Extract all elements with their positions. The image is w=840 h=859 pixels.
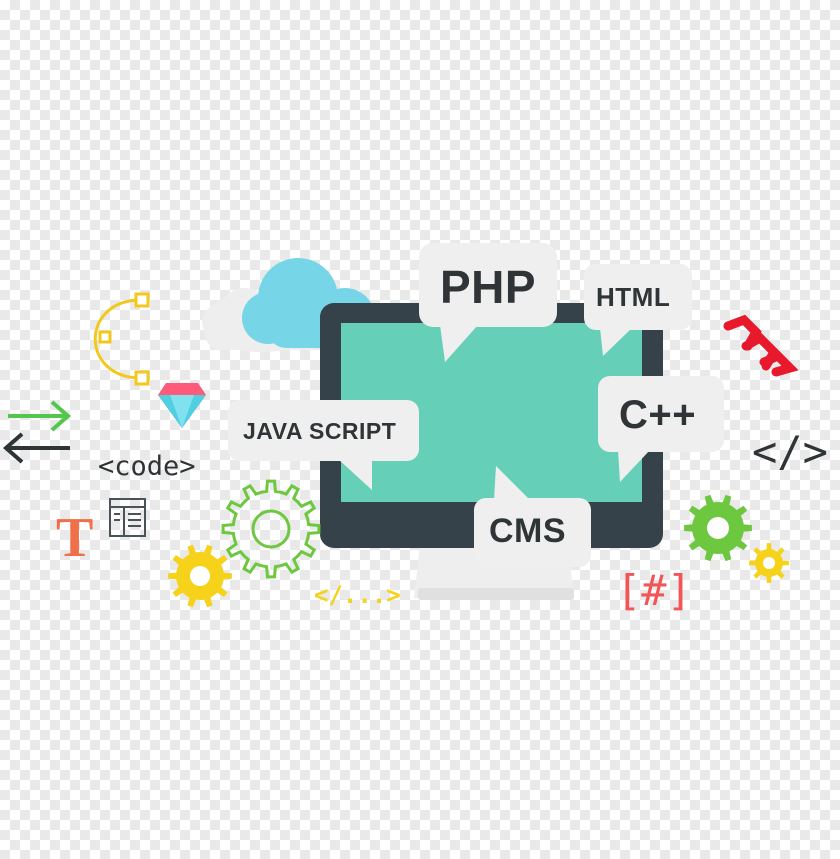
gears-group	[168, 479, 789, 608]
pen-path-icon	[93, 292, 150, 386]
gear-yellow-large-icon	[168, 544, 232, 608]
gear-green-icon	[684, 494, 752, 562]
javascript-bubble	[228, 400, 419, 490]
html-bubble	[584, 264, 692, 356]
swap-arrows-icon	[2, 400, 72, 464]
gear-outline-green-icon	[221, 479, 321, 579]
gem-icon	[158, 383, 206, 428]
javascript-label: JAVA SCRIPT	[243, 418, 397, 444]
cpp-label: C++	[619, 393, 697, 437]
gear-yellow-small-icon	[749, 543, 789, 583]
cpp-bubble	[598, 376, 724, 482]
php-bubble	[419, 243, 557, 362]
closing-tag-label: </>	[752, 427, 828, 476]
layout-icon	[109, 498, 146, 537]
type-icon: T	[56, 507, 94, 569]
chain-link-icon	[723, 314, 799, 377]
cms-label: CMS	[489, 512, 567, 550]
php-label: PHP	[440, 261, 537, 313]
code-tag-label: <code>	[98, 451, 196, 482]
hash-tag-label: [#]	[616, 566, 692, 615]
html-label: HTML	[596, 282, 671, 312]
ellipsis-tag-label: </...>	[314, 581, 401, 609]
cms-bubble	[474, 466, 591, 567]
